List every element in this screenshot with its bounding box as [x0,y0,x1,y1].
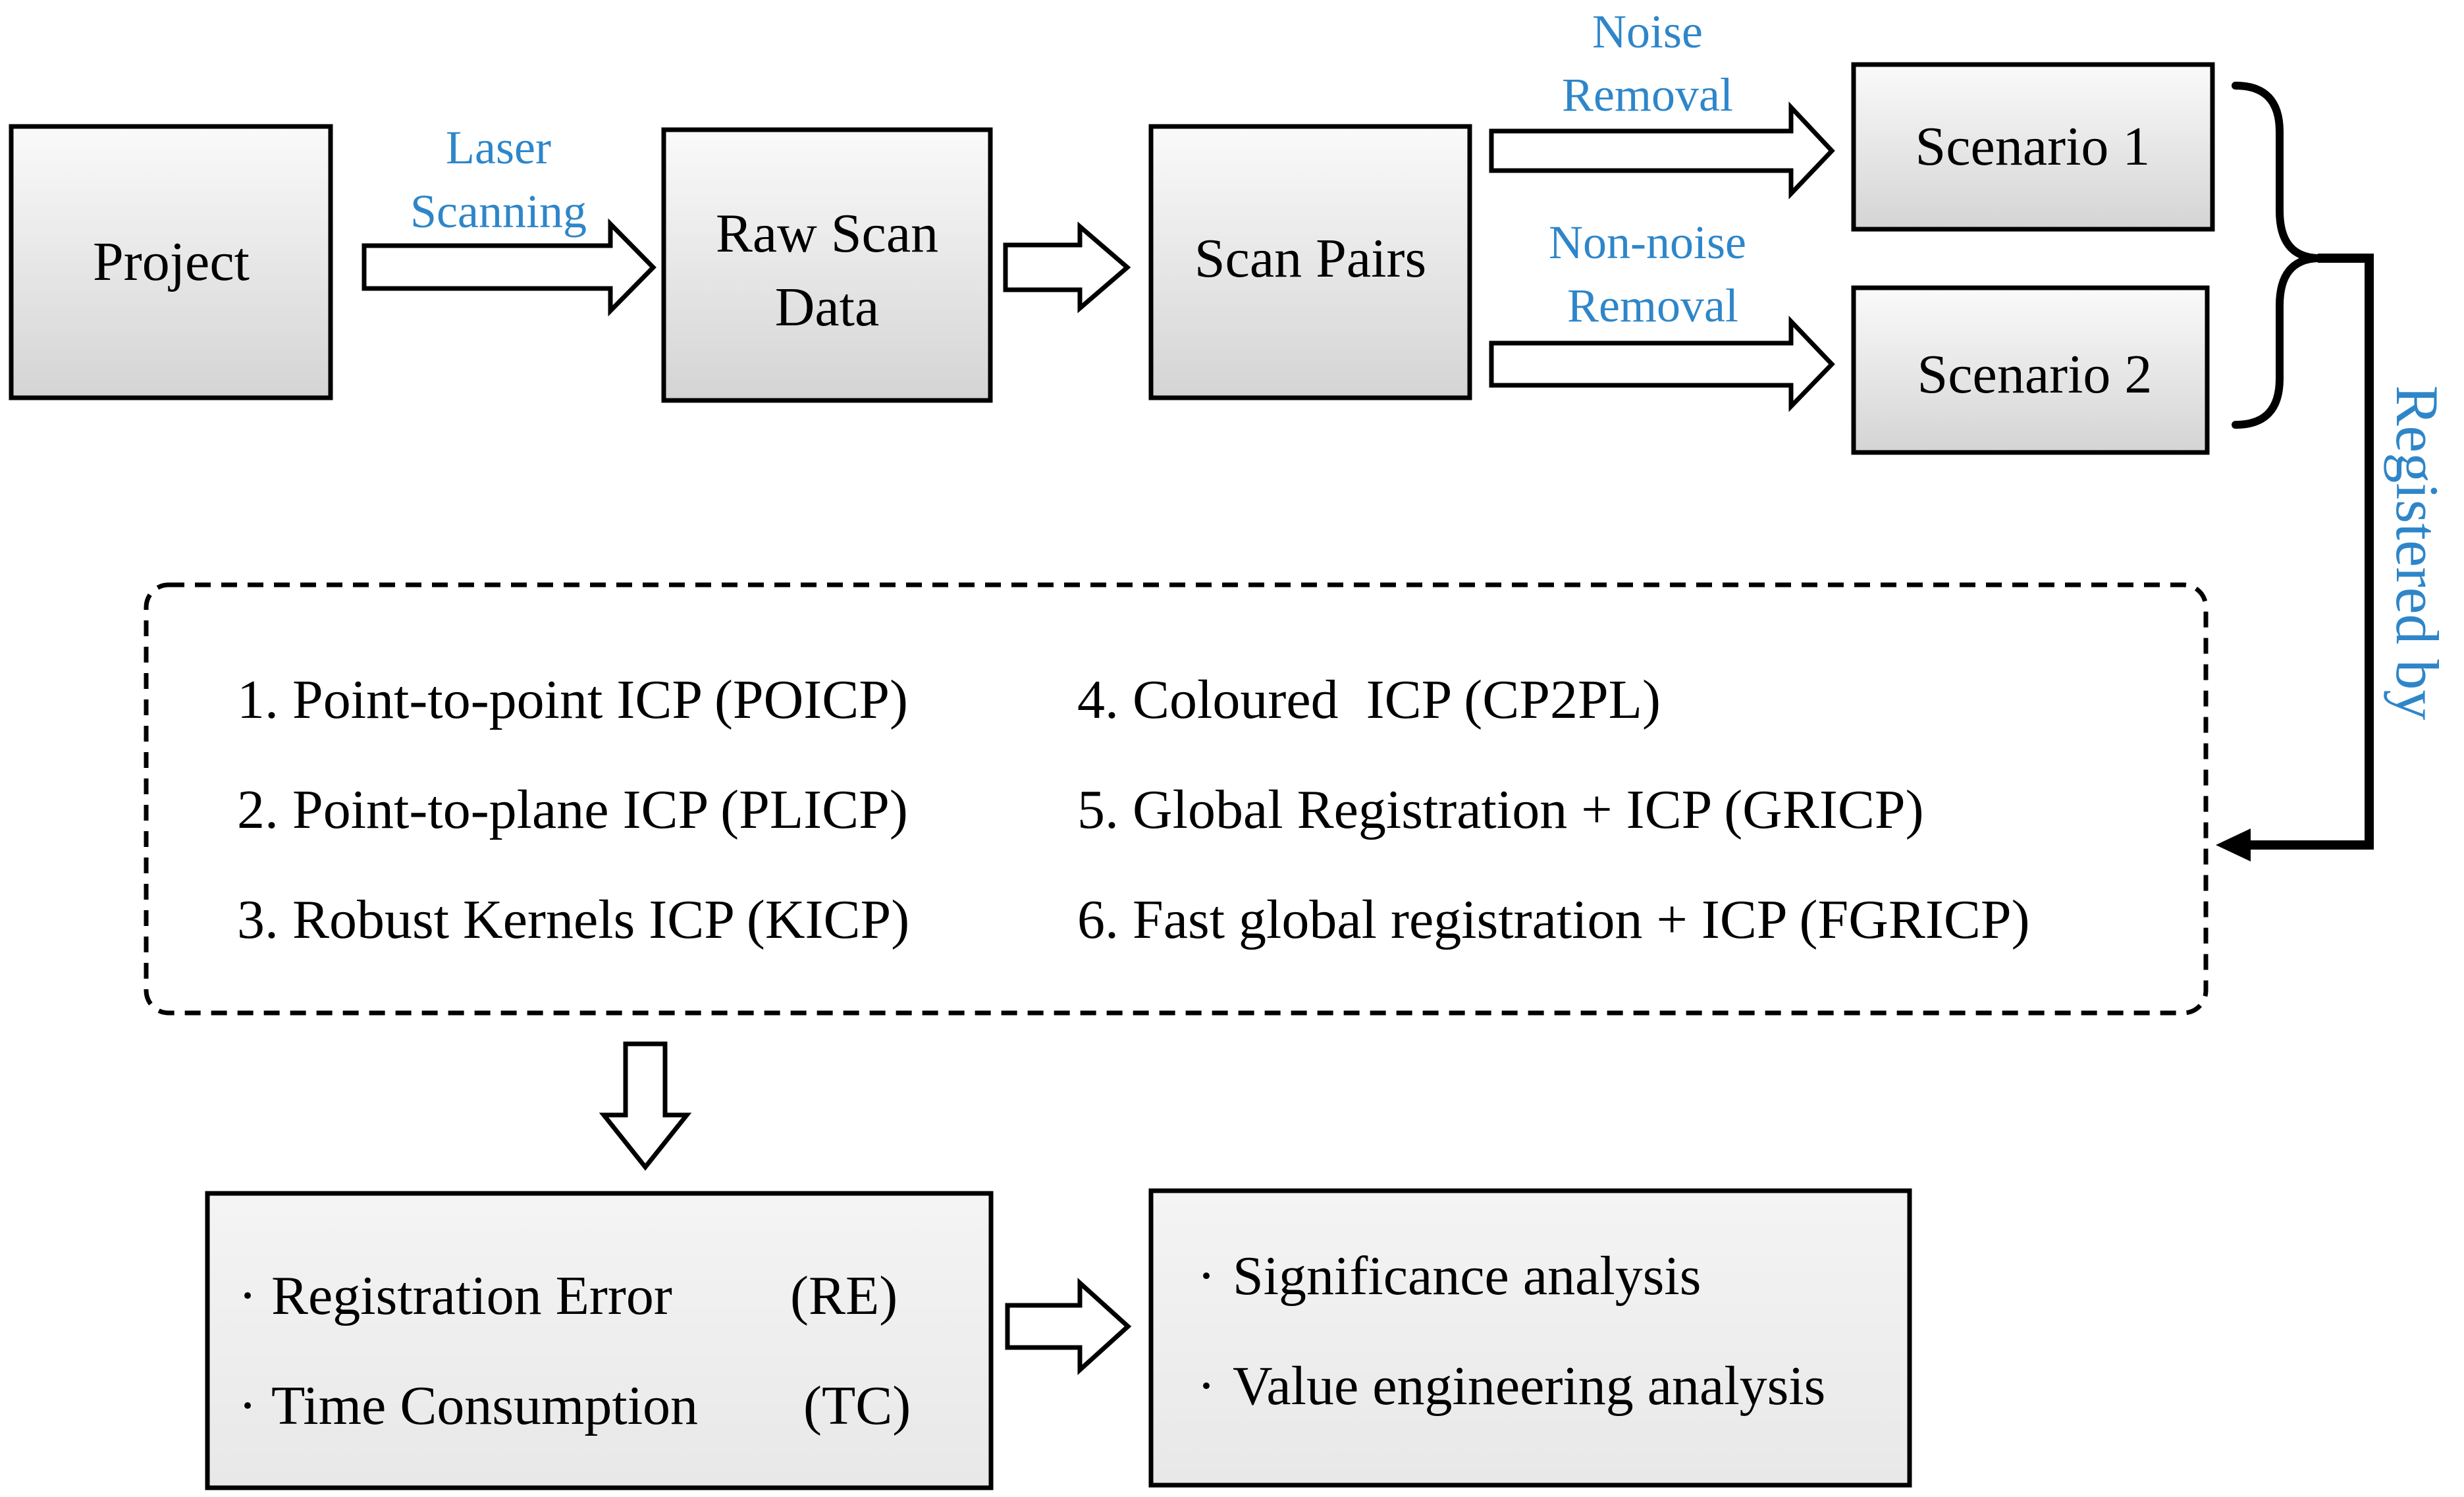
scenario-2-box [1851,285,2210,455]
raw-scan-data-label-line1: Raw Scan [716,203,938,264]
metric-tc-name: Time Consumption [271,1375,698,1436]
arrow-raw-to-pairs [1003,221,1131,313]
metric-tc-bullet: · [238,1375,257,1436]
laser-scanning-line1: Laser [446,121,551,174]
registered-by-connector [2249,254,2374,850]
analysis-node: · Significance analysis · Value engineer… [1148,1188,1912,1488]
non-noise-removal-line1: Non-noise [1549,216,1746,269]
project-box [9,124,333,400]
metric-re-abbr: (RE) [790,1265,897,1326]
metric-tc-abbr: (TC) [803,1375,911,1436]
registered-by-arrowhead [2216,829,2251,861]
scan-pairs-node: Scan Pairs [1148,124,1472,400]
scenario-2-label: Scenario 2 [1917,344,2153,405]
scenario-2-node: Scenario 2 [1851,285,2210,455]
noise-removal-line1: Noise [1592,5,1703,58]
raw-scan-data-label-line2: Data [775,277,880,338]
arrow-pairs-to-scenario-1 [1489,101,1835,200]
noise-removal-line2: Removal [1562,68,1733,121]
methods-group: 1. Point-to-point ICP (POICP) 2. Point-t… [144,582,2209,1016]
arrow-project-to-raw [362,218,656,317]
method-item-3: 3. Robust Kernels ICP (KICP) [237,889,909,950]
method-item-2: 2. Point-to-plane ICP (PLICP) [237,779,908,840]
method-item-1: 1. Point-to-point ICP (POICP) [237,669,908,730]
analysis-item-1: Significance analysis [1233,1245,1701,1307]
scan-pairs-box [1148,124,1472,400]
method-item-4: 4. Coloured ICP (CP2PL) [1077,669,1661,730]
scenario-1-node: Scenario 1 [1851,62,2215,232]
scenario-1-label: Scenario 1 [1915,116,2151,177]
laser-scanning-line2: Scanning [410,185,587,238]
metrics-node: · Registration Error (RE) · Time Consump… [205,1191,994,1490]
methods-dashed-box [144,582,2209,1016]
non-noise-removal-label: Non-noise Removal [1549,216,1746,332]
scenario-1-box [1851,62,2215,232]
method-item-5: 5. Global Registration + ICP (GRICP) [1077,779,1924,840]
analysis-item-2: Value engineering analysis [1233,1355,1825,1417]
arrow-methods-to-metrics [599,1041,692,1171]
non-noise-removal-line2: Removal [1567,279,1738,332]
project-label: Project [93,231,250,292]
noise-removal-label: Noise Removal [1562,5,1733,121]
raw-scan-data-node: Raw Scan Data [661,127,993,403]
scan-pairs-label: Scan Pairs [1194,228,1426,289]
arrow-pairs-to-scenario-2 [1489,315,1835,412]
laser-scanning-label: Laser Scanning [410,121,587,238]
method-item-6: 6. Fast global registration + ICP (FGRIC… [1077,889,2030,950]
analysis-box [1148,1188,1912,1488]
scenario-brace [2232,82,2318,429]
metrics-box [205,1191,994,1490]
registered-by-label: Registered by [2384,385,2451,720]
analysis-bullet-1: · [1197,1245,1216,1307]
analysis-bullet-2: · [1197,1355,1216,1417]
raw-scan-data-box [661,127,993,403]
project-node: Project [9,124,333,400]
arrow-metrics-to-analysis [1005,1278,1132,1375]
metric-re-name: Registration Error [271,1265,672,1326]
metric-re-bullet: · [238,1265,257,1326]
